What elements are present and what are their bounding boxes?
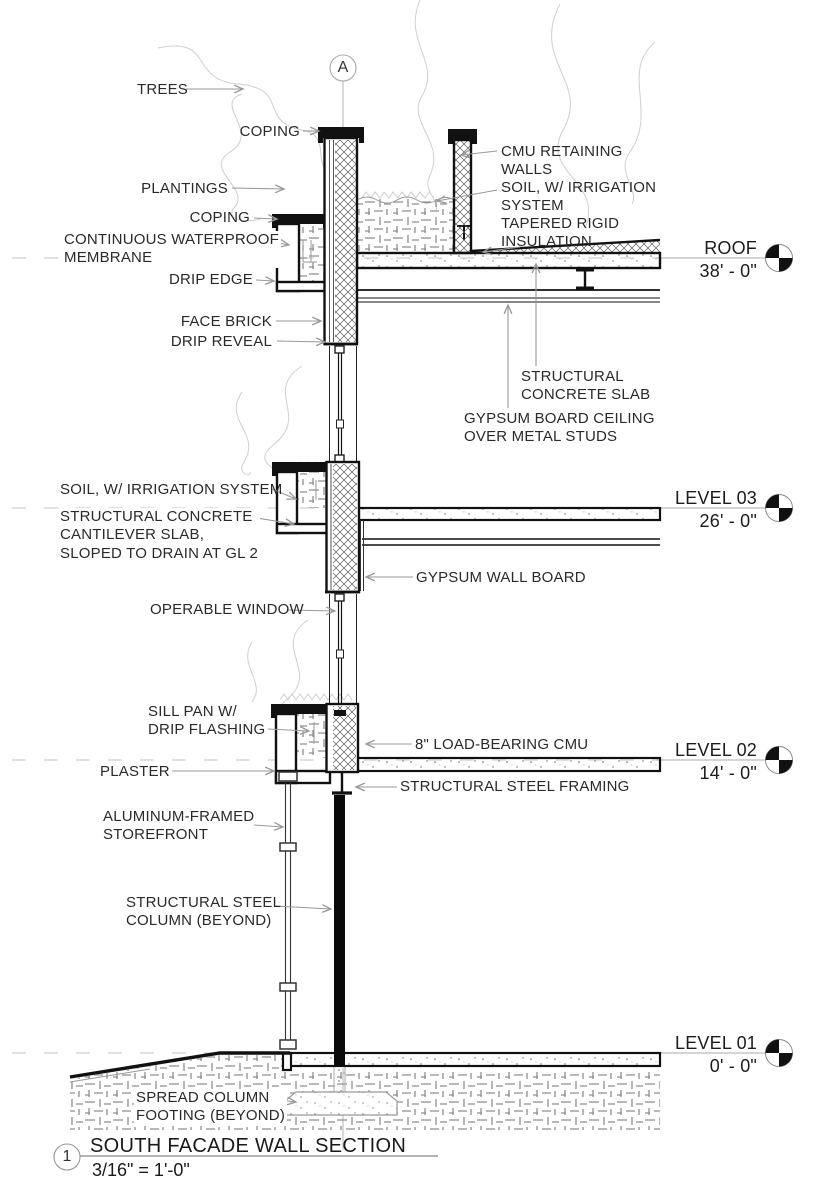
label-trees: TREES <box>137 81 189 98</box>
parapet-coping <box>318 127 364 138</box>
level-markers <box>765 244 793 1067</box>
roof-steel-beam <box>576 268 594 290</box>
label-coping-top: COPING <box>239 123 300 140</box>
planter-coping <box>272 214 328 224</box>
label-waterproof-membrane: CONTINUOUS WATERPROOF MEMBRANE <box>62 231 282 268</box>
steel-column <box>334 795 345 1066</box>
label-coping-mid: COPING <box>189 209 250 226</box>
tapered-insulation-shape <box>471 241 660 253</box>
level02-assembly <box>271 702 662 795</box>
grid-bubble-label: A <box>337 59 349 76</box>
level-elev-02: 14' - 0" <box>699 763 757 783</box>
roof-planter-soil <box>357 198 454 253</box>
label-soil-irrigation-l3: SOIL, W/ IRRIGATION SYSTEM <box>60 481 283 498</box>
label-gypsum-ceiling: GYPSUM BOARD CEILING OVER METAL STUDS <box>464 410 655 446</box>
window-sill-block <box>334 710 346 716</box>
view-title: SOUTH FACADE WALL SECTION <box>90 1135 407 1157</box>
storefront-mullion <box>279 842 297 852</box>
storefront-mullion <box>279 982 297 992</box>
parapet-wall <box>318 127 364 346</box>
label-sill-pan: SILL PAN W/ DRIP FLASHING <box>148 703 266 739</box>
label-steel-framing: STRUCTURAL STEEL FRAMING <box>400 778 630 795</box>
level03-gypsum-ceiling <box>362 538 660 546</box>
level02-steel-beam <box>332 771 352 795</box>
roof-gypsum-ceiling <box>357 289 660 303</box>
level-name-02: LEVEL 02 <box>675 740 757 760</box>
window-lower <box>329 593 357 713</box>
planter-coping-l2 <box>271 704 333 714</box>
level03-assembly <box>272 460 662 594</box>
storefront <box>278 771 298 1050</box>
label-drip-reveal: DRIP REVEAL <box>170 333 272 350</box>
roof-planter-left <box>272 214 328 293</box>
storefront-sill <box>279 1039 297 1050</box>
label-plaster: PLASTER <box>98 763 172 782</box>
label-plantings: PLANTINGS <box>141 180 228 197</box>
view-number: 1 <box>62 1148 72 1165</box>
level-marker-roof <box>765 244 793 272</box>
slab-turndown <box>281 1051 293 1072</box>
label-cantilever-slab: STRUCTURAL CONCRETE CANTILEVER SLAB, SLO… <box>58 508 261 563</box>
level-marker-02 <box>765 746 793 774</box>
label-gypsum-wall-board: GYPSUM WALL BOARD <box>416 569 586 586</box>
label-operable-window: OPERABLE WINDOW <box>150 601 304 618</box>
level-datum-lines <box>12 257 793 1054</box>
label-drip-edge: DRIP EDGE <box>168 271 253 288</box>
window-upper <box>329 345 357 463</box>
gypsum-wall-board-lines <box>360 520 364 591</box>
level-name-01: LEVEL 01 <box>675 1033 757 1053</box>
label-tapered-insulation: TAPERED RIGID INSULATION <box>501 215 620 251</box>
planter-coping-l3 <box>272 462 332 472</box>
grid-bubble-a <box>329 54 357 82</box>
view-number-bubble <box>53 1143 81 1171</box>
level-name-roof: ROOF <box>704 238 757 258</box>
view-scale: 3/16" = 1'-0" <box>92 1160 190 1180</box>
label-spread-footing: SPREAD COLUMN FOOTING (BEYOND) <box>134 1089 288 1126</box>
roof-assembly <box>355 129 662 303</box>
level-elev-roof: 38' - 0" <box>699 261 757 281</box>
cmu-wall-coping <box>448 129 477 140</box>
grade-line <box>69 1051 290 1079</box>
label-soil-irrigation-roof: SOIL, W/ IRRIGATION SYSTEM <box>501 179 657 215</box>
level-marker-01 <box>765 1039 793 1067</box>
label-cmu-retaining: CMU RETAINING WALLS <box>501 143 623 179</box>
label-structural-slab: STRUCTURAL CONCRETE SLAB <box>521 368 651 404</box>
label-storefront: ALUMINUM-FRAMED STOREFRONT <box>103 808 255 844</box>
level-name-03: LEVEL 03 <box>675 488 757 508</box>
level-elev-01: 0' - 0" <box>709 1056 757 1076</box>
label-face-brick: FACE BRICK <box>180 313 272 330</box>
label-load-bearing-cmu: 8" LOAD-BEARING CMU <box>415 736 589 753</box>
label-steel-column: STRUCTURAL STEEL COLUMN (BEYOND) <box>126 894 282 930</box>
level-marker-03 <box>765 494 793 522</box>
level-elev-03: 26' - 0" <box>699 511 757 531</box>
